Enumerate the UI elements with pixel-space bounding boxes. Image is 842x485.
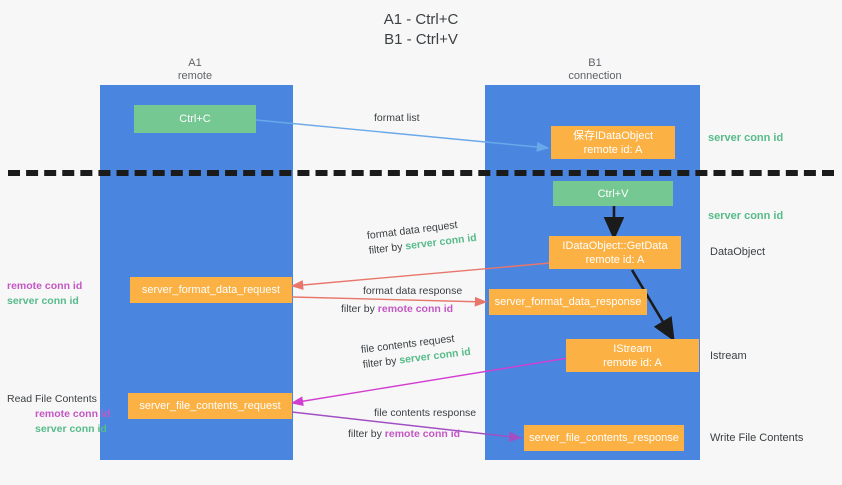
box-istream-line1: IStream: [613, 342, 652, 355]
edge-label-format-data-response-text: format data response: [363, 285, 463, 297]
lane-header-a1: A1 remote: [140, 57, 250, 83]
note-read-file-block: Read File Contents remote conn id server…: [7, 392, 110, 437]
box-server-file-contents-request-label: server_file_contents_request: [139, 400, 281, 412]
box-idataobject-getdata-line1: IDataObject::GetData: [562, 239, 668, 252]
lane-header-b1-name: B1: [588, 57, 602, 69]
edge-label-format-data-response-filter: filter by remote conn id: [341, 302, 462, 317]
box-istream[interactable]: IStream remote id: A: [566, 339, 699, 372]
box-server-format-data-response[interactable]: server_format_data_response: [489, 289, 647, 315]
box-server-format-data-request[interactable]: server_format_data_request: [130, 277, 292, 303]
note-remote-conn-id-mid: remote conn id: [7, 280, 83, 292]
note-conn-ids-mid: remote conn id server conn id: [7, 279, 82, 309]
note-read-file-contents: Read File Contents: [7, 393, 97, 405]
filter-token-remote-conn-id: remote conn id: [377, 303, 454, 315]
box-ctrl-v[interactable]: Ctrl+V: [553, 181, 673, 206]
title-line-1: A1 - Ctrl+C: [383, 11, 459, 28]
filter-prefix: filter by: [341, 303, 378, 315]
edge-label-file-contents-response: file contents response filter by remote …: [348, 406, 477, 442]
note-istream: Istream: [710, 350, 747, 362]
diagram-title: A1 - Ctrl+C B1 - Ctrl+V: [0, 10, 842, 50]
box-server-file-contents-request[interactable]: server_file_contents_request: [128, 393, 292, 419]
box-save-idataobject[interactable]: 保存IDataObject remote id: A: [551, 126, 675, 159]
edge-label-file-contents-response-text: file contents response: [374, 407, 477, 419]
phase-separator: [8, 170, 834, 176]
box-save-idataobject-line1: 保存IDataObject: [572, 129, 654, 142]
filter-token-remote-conn-id: remote conn id: [384, 428, 461, 440]
lane-header-a1-name: A1: [188, 57, 202, 69]
edge-label-format-list-text: format list: [374, 112, 420, 124]
box-ctrl-c[interactable]: Ctrl+C: [134, 105, 256, 133]
edge-label-format-data-request: format data request filter by server con…: [366, 216, 477, 259]
lane-header-a1-sub: remote: [177, 70, 213, 82]
box-istream-line2: remote id: A: [603, 356, 662, 369]
note-server-conn-id-left-low: server conn id: [35, 423, 107, 435]
note-remote-conn-id-low: remote conn id: [35, 408, 111, 420]
note-server-conn-id-left-mid: server conn id: [7, 295, 79, 307]
box-server-file-contents-response-label: server_file_contents_response: [529, 432, 679, 444]
box-idataobject-getdata[interactable]: IDataObject::GetData remote id: A: [549, 236, 681, 269]
box-ctrl-v-label: Ctrl+V: [597, 187, 629, 200]
edge-label-format-data-response: format data response filter by remote co…: [341, 284, 463, 317]
box-server-format-data-request-label: server_format_data_request: [141, 284, 281, 296]
note-server-conn-id-top: server conn id: [708, 132, 784, 144]
box-ctrl-c-label: Ctrl+C: [179, 113, 211, 125]
note-server-conn-id-mid: server conn id: [708, 210, 784, 222]
box-server-file-contents-response[interactable]: server_file_contents_response: [524, 425, 684, 451]
filter-prefix: filter by: [362, 354, 401, 371]
filter-prefix: filter by: [368, 240, 407, 257]
note-write-file-contents: Write File Contents: [710, 432, 804, 444]
box-idataobject-getdata-line2: remote id: A: [585, 253, 645, 266]
edge-label-format-list: format list: [374, 111, 420, 126]
edge-label-file-contents-response-filter: filter by remote conn id: [348, 427, 476, 442]
filter-prefix: filter by: [348, 428, 385, 440]
box-server-format-data-response-label: server_format_data_response: [494, 296, 642, 308]
edge-label-file-contents-request: file contents request filter by server c…: [360, 330, 471, 373]
note-dataobject: DataObject: [710, 246, 766, 258]
lane-header-b1: B1 connection: [540, 57, 650, 83]
title-line-2: B1 - Ctrl+V: [384, 31, 458, 48]
lane-header-b1-sub: connection: [568, 70, 622, 82]
box-save-idataobject-line2: remote id: A: [583, 143, 643, 156]
